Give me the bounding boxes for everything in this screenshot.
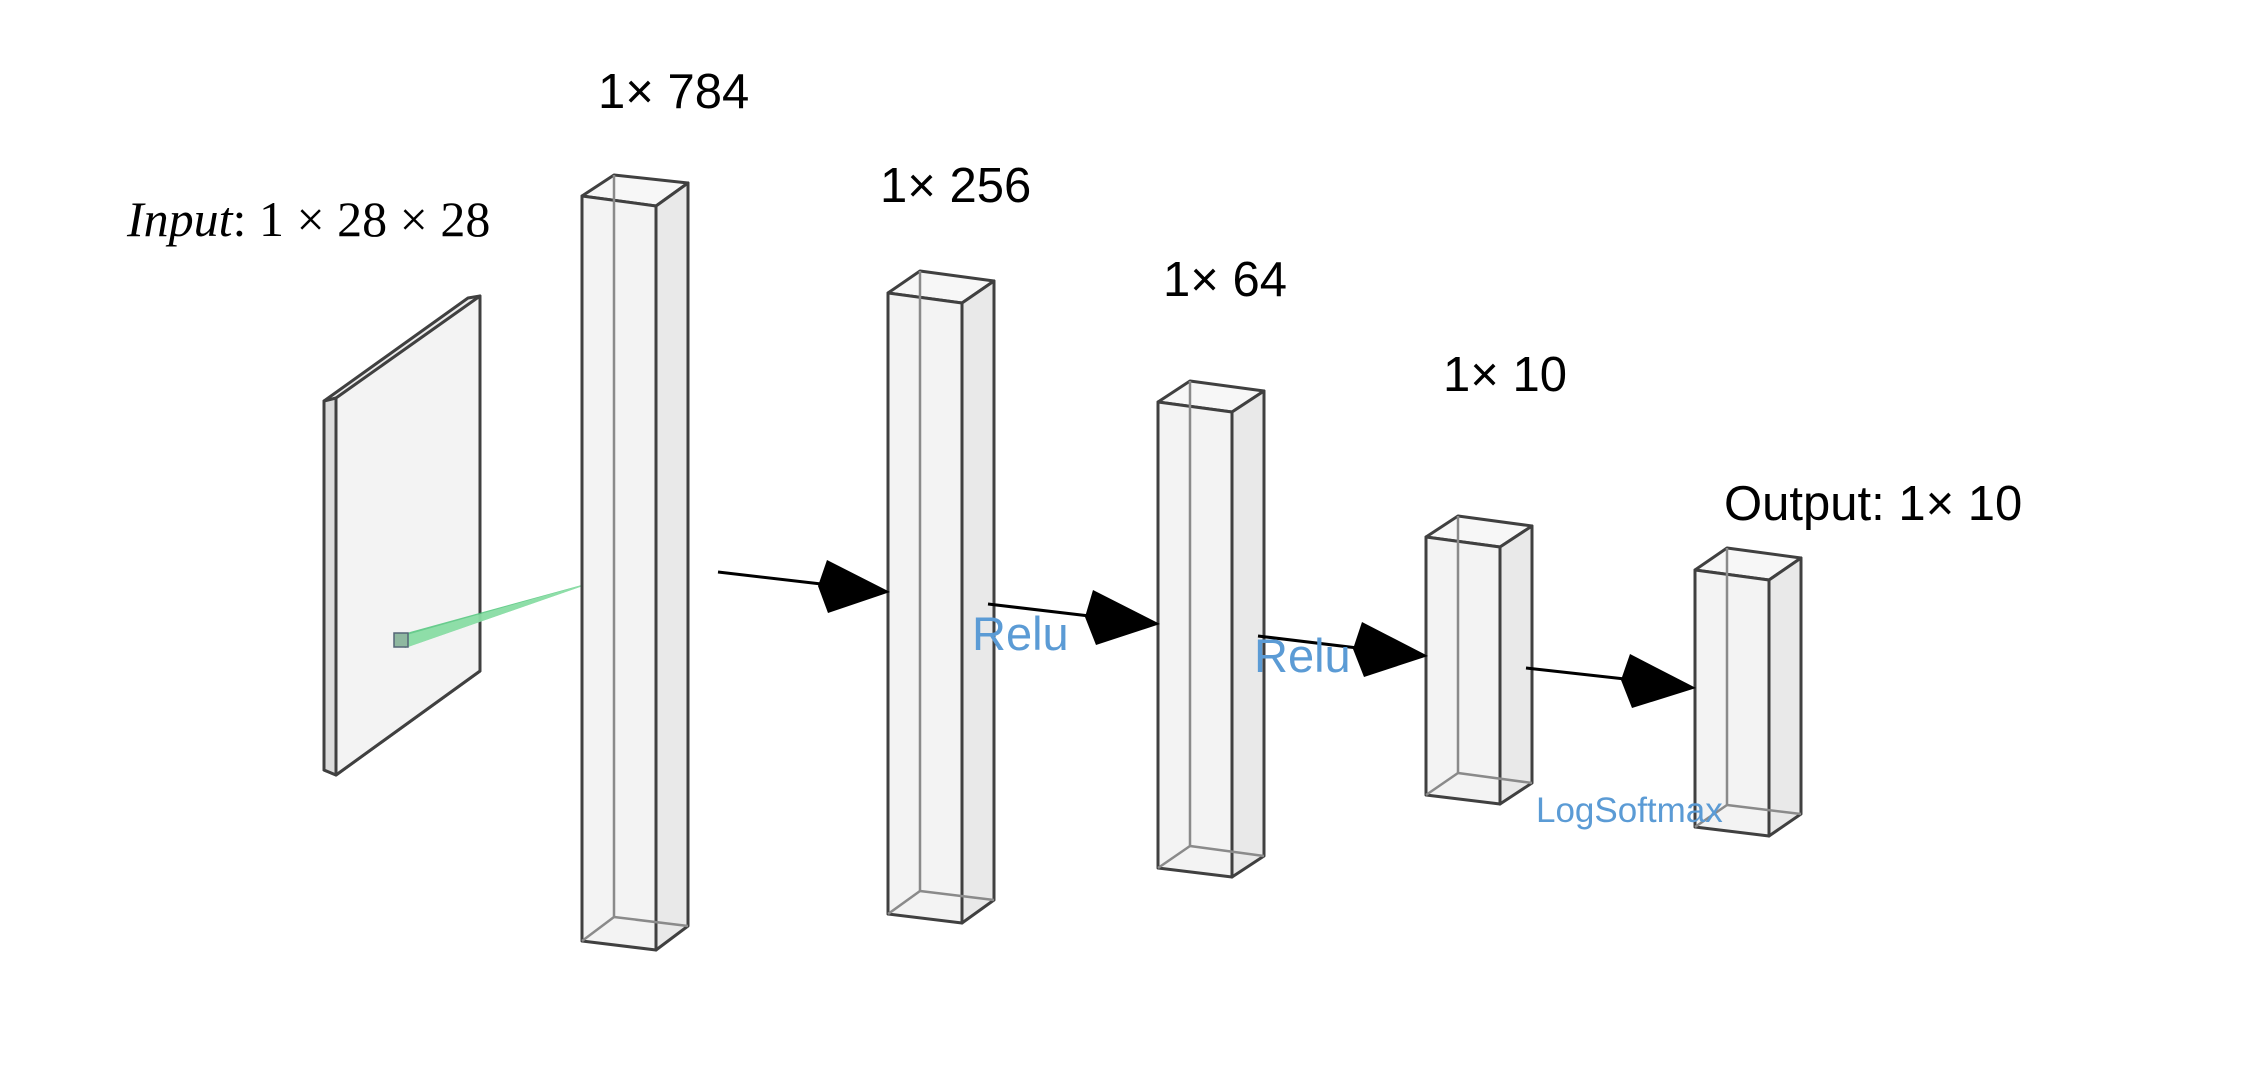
arrow-2 [987, 590, 1160, 645]
input-label-prefix: Input [126, 191, 234, 247]
input-plane [322, 294, 482, 777]
arrow-4 [1525, 654, 1696, 708]
input-label: Input: 1 × 28 × 28 [126, 191, 490, 247]
activation-relu-2: Relu [1254, 629, 1351, 682]
layer-64-label: 1× 64 [1163, 253, 1287, 307]
layer-256-box [886, 269, 996, 925]
layer-64-box [1156, 379, 1266, 879]
input-label-value: : 1 × 28 × 28 [233, 191, 491, 247]
arrow-3 [1257, 622, 1428, 677]
output-layer-box [1693, 546, 1803, 838]
activation-logsoftmax: LogSoftmax [1536, 791, 1723, 830]
receptive-field-cone [393, 580, 600, 648]
arrow-1 [717, 560, 890, 613]
layer-784-label: 1× 784 [598, 65, 749, 119]
output-layer-label: Output: 1× 10 [1724, 477, 2022, 531]
layer-256-label: 1× 256 [880, 159, 1031, 213]
layer-784-box [580, 173, 690, 952]
activation-relu-1: Relu [972, 607, 1069, 660]
layer-10-box [1424, 514, 1534, 806]
layer-10-label: 1× 10 [1443, 348, 1567, 402]
